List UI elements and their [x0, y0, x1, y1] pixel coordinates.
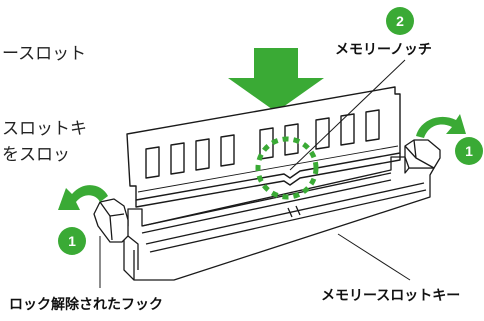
- right-clip-step-number: 1: [465, 143, 473, 159]
- left-retaining-clip: [93, 198, 129, 243]
- right-clip-step-marker: 1: [455, 137, 483, 165]
- memory-slot: [123, 156, 435, 281]
- left-clip-step-marker: 1: [58, 227, 86, 255]
- instruction-text-line-1: ースロット: [2, 44, 87, 64]
- instruction-text-line-3: をスロッ: [2, 145, 70, 165]
- slot-key-label: メモリースロットキー: [321, 288, 461, 304]
- right-curved-arrow-icon: [416, 114, 466, 138]
- left-curved-arrow-icon: [58, 185, 108, 210]
- notch-label: メモリーノッチ: [335, 42, 432, 58]
- notch-step-marker: 2: [386, 7, 414, 35]
- notch-step-number: 2: [396, 13, 404, 29]
- leader-lines: [99, 59, 411, 288]
- dashed-circle-icon: [255, 136, 319, 200]
- left-clip-step-number: 1: [68, 233, 76, 249]
- down-arrow-icon: [228, 48, 324, 112]
- unlocked-clip-label: ロック解除されたフック: [9, 297, 163, 313]
- memory-module: [126, 86, 401, 208]
- instruction-text-line-2: スロットキ: [2, 119, 87, 139]
- right-retaining-clip: [404, 139, 441, 169]
